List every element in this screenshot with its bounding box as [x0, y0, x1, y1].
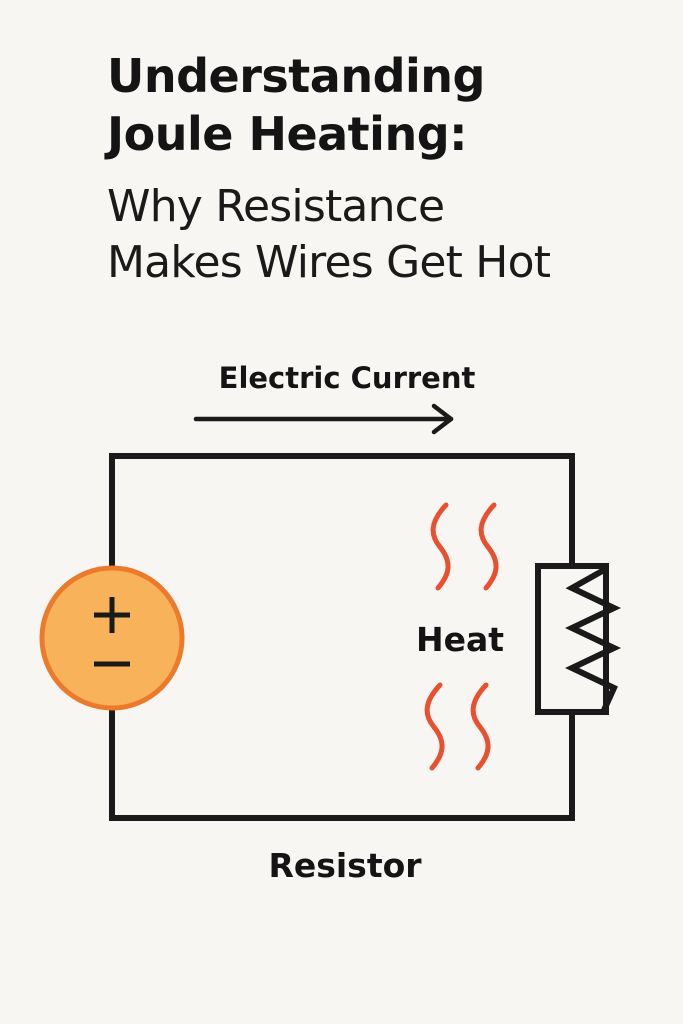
title-line-3: Why Resistance — [107, 181, 445, 232]
heat-waves-icon — [424, 502, 499, 771]
current-label: Electric Current — [219, 361, 476, 395]
title-line-1: Understanding — [107, 49, 485, 103]
resistor-icon — [535, 563, 621, 715]
current-arrow-icon — [193, 403, 454, 435]
heat-label: Heat — [416, 620, 504, 659]
title-line-4: Makes Wires Get Hot — [107, 237, 551, 289]
resistor-label: Resistor — [268, 846, 422, 885]
battery-icon — [39, 565, 185, 711]
title-line-2: Joule Heating: — [107, 106, 468, 161]
subtitle: Why Resistance Makes Wires Get Hot — [107, 179, 551, 292]
title-bold: Understanding Joule Heating: — [107, 48, 485, 163]
circuit-wire — [109, 453, 575, 821]
